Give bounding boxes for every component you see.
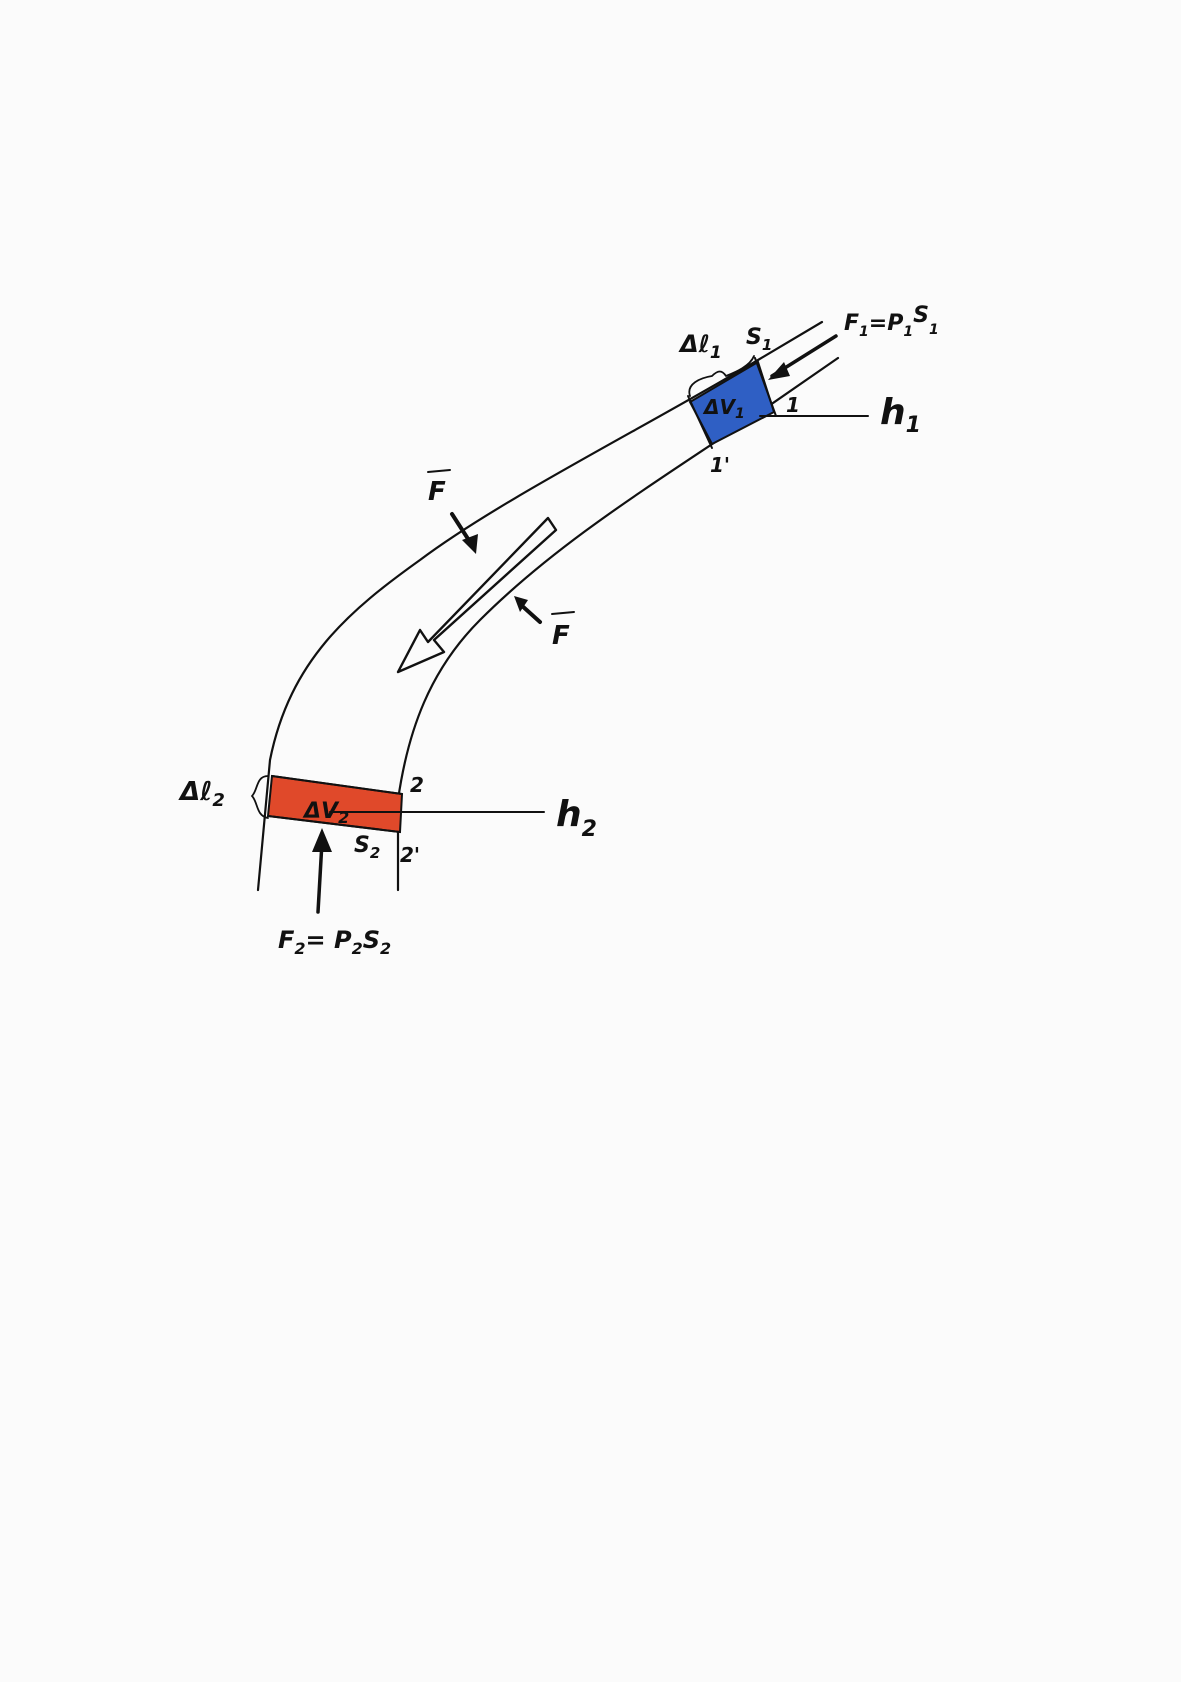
f-upper-vector-mark	[427, 469, 451, 473]
f-upper-arrow-head	[462, 534, 478, 554]
point-2-label: 2	[410, 773, 424, 797]
f-upper-label: F	[428, 477, 446, 507]
h1-label: h1	[880, 392, 921, 438]
section-line-1-prime	[687, 395, 713, 449]
dl1-brace	[688, 355, 755, 397]
point-2-prime-label: 2'	[400, 843, 420, 867]
f-lower-label: F	[552, 621, 570, 651]
f2-equation: F2= P2S2	[278, 926, 391, 958]
section-line-2	[271, 775, 403, 795]
section-line-1	[754, 357, 777, 417]
s1-label: S1	[746, 325, 772, 354]
dv1-label: ΔV1	[702, 395, 745, 422]
f2-arrow-shaft	[316, 840, 324, 914]
section-line-2-prime	[267, 815, 401, 833]
dl2-label: Δℓ2	[178, 777, 225, 811]
point-1-prime-label: 1'	[710, 453, 730, 477]
f1-equation: F1=P1S1	[844, 303, 939, 340]
dv2-label: ΔV2	[302, 799, 349, 827]
s2-label: S2	[354, 833, 380, 862]
dl2-brace	[251, 775, 269, 819]
flow-direction-arrow	[396, 516, 558, 674]
f2-arrow-head	[312, 828, 332, 852]
f1-arrow-head	[768, 362, 790, 380]
dl1-label: Δℓ1	[678, 330, 722, 363]
f-upper-arrow-shaft	[450, 512, 472, 544]
f-lower-vector-mark	[551, 611, 575, 615]
h2-label: h2	[556, 794, 597, 842]
f-lower-arrow-head	[514, 596, 528, 612]
pipe-upper-wall	[256, 320, 824, 892]
point-1-label: 1	[786, 393, 800, 417]
pipe-lower-wall	[396, 356, 840, 892]
